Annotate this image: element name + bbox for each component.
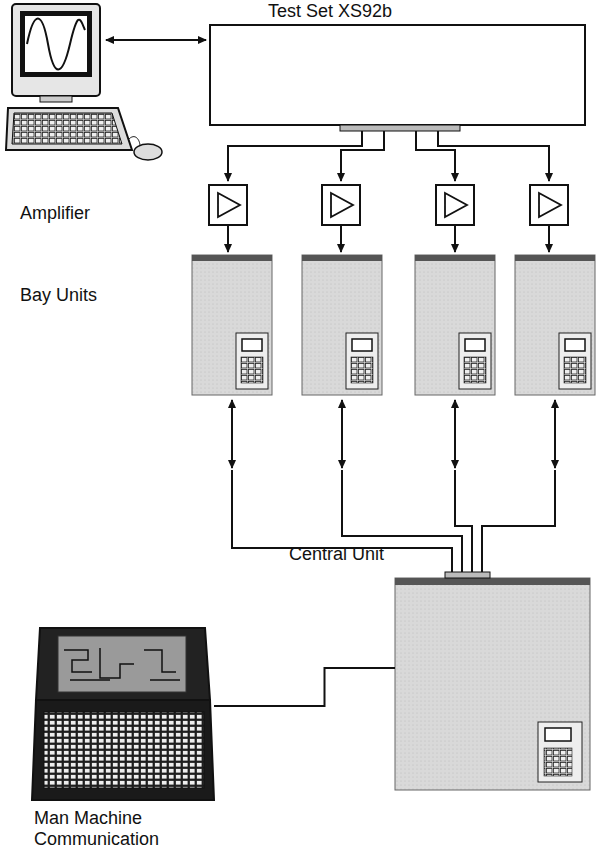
central-unit-cabinet xyxy=(395,572,590,790)
connector xyxy=(214,668,395,706)
amp-outputs xyxy=(228,225,549,252)
desktop-computer xyxy=(6,4,162,160)
row-label: Bay Units xyxy=(20,285,97,306)
node-label: Central Unit xyxy=(289,544,384,565)
laptop-computer xyxy=(32,628,214,800)
central-unit-node: Central Unit xyxy=(395,578,590,790)
terminal-node: Man Machine Communication xyxy=(34,628,214,800)
test-wires xyxy=(228,131,549,181)
node-label: Test Set XS92b xyxy=(268,1,392,22)
link-line xyxy=(106,39,206,41)
connector-strip xyxy=(340,125,460,131)
amplifiers xyxy=(209,185,568,225)
row-label: Amplifier xyxy=(20,203,90,224)
bay-units xyxy=(192,255,595,395)
node-label: Man Machine Communication xyxy=(34,808,214,850)
bus-wires xyxy=(232,400,555,572)
test-set-node: Test Set XS92b xyxy=(210,25,585,125)
test-set-box xyxy=(210,25,585,125)
